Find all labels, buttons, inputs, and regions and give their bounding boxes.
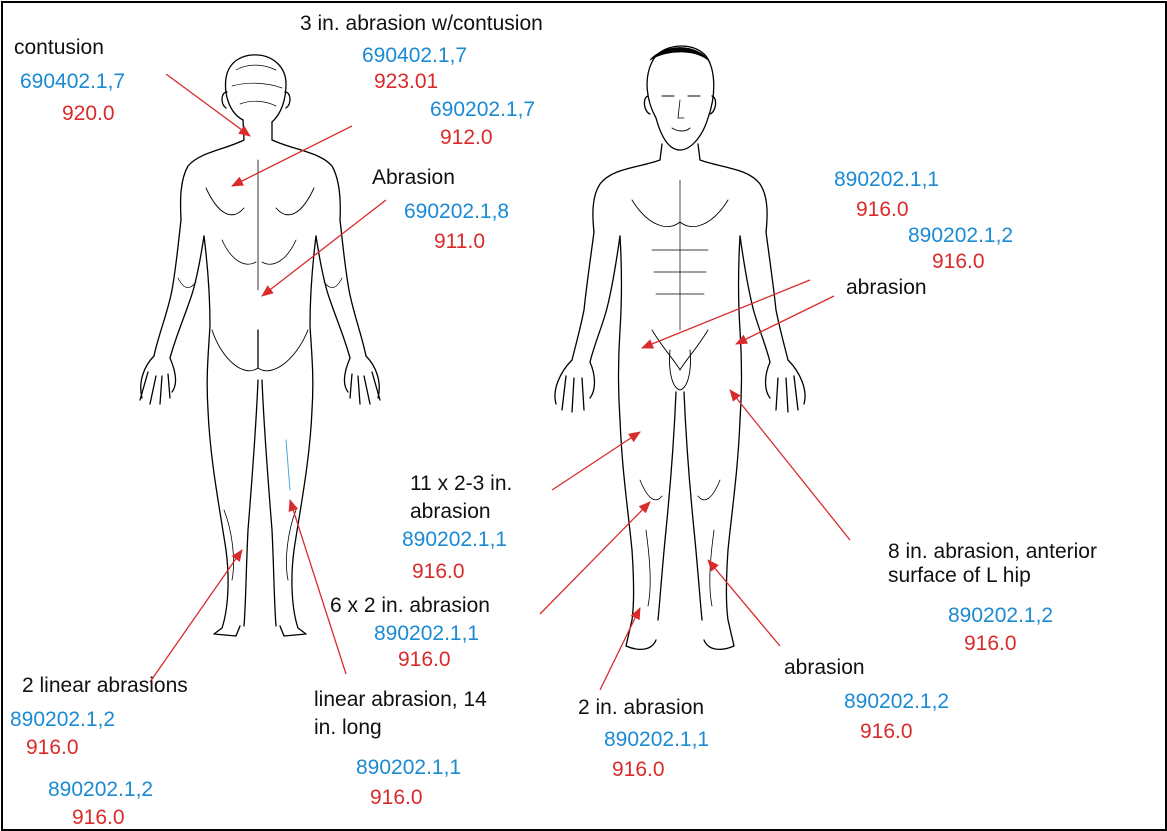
label-knee-abrasion: 6 x 2 in. abrasion — [330, 594, 490, 618]
code-linear-3: 890202.1,2 — [48, 778, 153, 802]
back-view-figure — [140, 55, 380, 636]
code-groin-3: 890202.1,2 — [908, 224, 1013, 248]
code-groin-2: 916.0 — [856, 198, 909, 222]
front-view-figure — [555, 46, 805, 649]
code-linear-2: 916.0 — [26, 736, 79, 760]
code-linear-14-1: 890202.1,1 — [356, 756, 461, 780]
code-groin-1: 890202.1,1 — [834, 168, 939, 192]
code-abrasion-w-contusion-1: 690402.1,7 — [362, 44, 467, 68]
code-linear-14-2: 916.0 — [370, 786, 423, 810]
code-knee-2: 916.0 — [398, 648, 451, 672]
code-abrasion-w-contusion-4: 912.0 — [440, 126, 493, 150]
label-hip-abrasion: 8 in. abrasion, anterior surface of L hi… — [888, 540, 1162, 588]
code-foot-1: 890202.1,1 — [604, 728, 709, 752]
code-abrasion-back-2: 911.0 — [434, 230, 485, 254]
code-contusion-2: 920.0 — [62, 102, 115, 126]
arrow-calf — [150, 550, 242, 682]
arrow-groin-right — [736, 296, 834, 344]
label-foot-abrasion: 2 in. abrasion — [578, 696, 704, 720]
label-linear-abrasion-14: linear abrasion, 14 in. long — [314, 686, 504, 742]
arrow-hip — [730, 390, 850, 540]
label-abrasion-back: Abrasion — [372, 166, 455, 190]
arrow-contusion-neck — [166, 74, 250, 136]
arrow-thigh — [552, 432, 640, 490]
label-linear-abrasions: 2 linear abrasions — [22, 674, 188, 698]
label-contusion: contusion — [14, 36, 104, 60]
code-thigh-2: 916.0 — [412, 560, 465, 584]
label-abrasion-w-contusion: 3 in. abrasion w/contusion — [300, 12, 543, 36]
code-abrasion-back-1: 690202.1,8 — [404, 200, 509, 224]
code-contusion-1: 690402.1,7 — [20, 70, 125, 94]
label-abrasion-groin: abrasion — [846, 276, 927, 300]
code-shin-1: 890202.1,2 — [844, 690, 949, 714]
label-shin-abrasion: abrasion — [784, 656, 865, 680]
code-foot-2: 916.0 — [612, 758, 665, 782]
arrow-back-leg — [290, 500, 346, 674]
arrow-upper-back — [232, 126, 352, 186]
label-thigh-abrasion: 11 x 2-3 in. abrasion — [410, 470, 530, 526]
code-groin-4: 916.0 — [932, 250, 985, 274]
pointer-arrows — [150, 74, 850, 690]
arrow-shin — [708, 560, 780, 646]
code-linear-1: 890202.1,2 — [10, 708, 115, 732]
code-abrasion-w-contusion-2: 923.01 — [374, 70, 438, 94]
code-knee-1: 890202.1,1 — [374, 622, 479, 646]
code-linear-4: 916.0 — [72, 806, 125, 830]
code-thigh-1: 890202.1,1 — [402, 528, 507, 552]
code-shin-2: 916.0 — [860, 720, 913, 744]
arrow-groin-left — [642, 280, 810, 348]
code-abrasion-w-contusion-3: 690202.1,7 — [430, 98, 535, 122]
code-hip-2: 916.0 — [964, 632, 1017, 656]
code-hip-1: 890202.1,2 — [948, 604, 1053, 628]
